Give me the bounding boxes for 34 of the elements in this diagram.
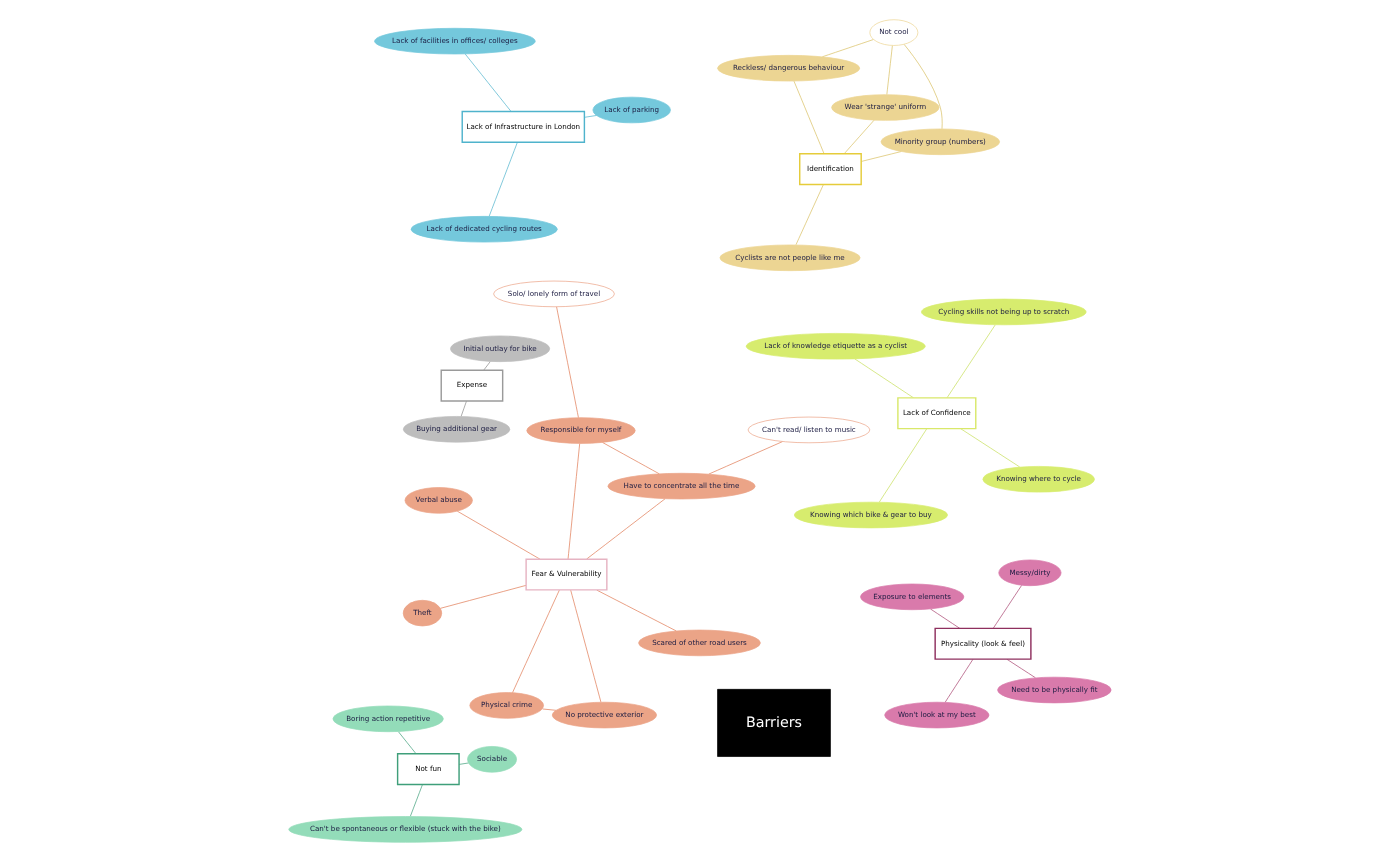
connector xyxy=(512,589,560,694)
connector xyxy=(458,762,469,765)
connector xyxy=(456,510,541,560)
connector xyxy=(596,589,677,632)
connector xyxy=(708,441,783,475)
connector xyxy=(460,400,467,417)
connector xyxy=(602,442,660,475)
connector xyxy=(586,498,666,560)
connector xyxy=(542,708,557,711)
connector xyxy=(795,184,824,246)
connector xyxy=(946,324,996,399)
connector xyxy=(992,585,1022,629)
connector xyxy=(1006,658,1036,679)
connector xyxy=(488,142,518,217)
connector xyxy=(879,428,928,503)
connector xyxy=(944,658,974,703)
connector xyxy=(483,361,491,371)
connector xyxy=(567,443,581,560)
connector xyxy=(930,608,961,629)
connector xyxy=(409,784,423,817)
connector xyxy=(886,45,893,95)
connector xyxy=(960,428,1021,468)
connector xyxy=(464,53,512,112)
connector xyxy=(556,306,579,419)
connector xyxy=(398,731,417,755)
connector xyxy=(903,43,943,130)
connector xyxy=(584,115,597,118)
connector xyxy=(793,80,825,154)
connector xyxy=(843,119,875,154)
connector xyxy=(440,585,527,609)
connector xyxy=(570,589,602,703)
connector xyxy=(821,39,874,58)
connector xyxy=(861,151,902,162)
connector xyxy=(854,358,914,399)
